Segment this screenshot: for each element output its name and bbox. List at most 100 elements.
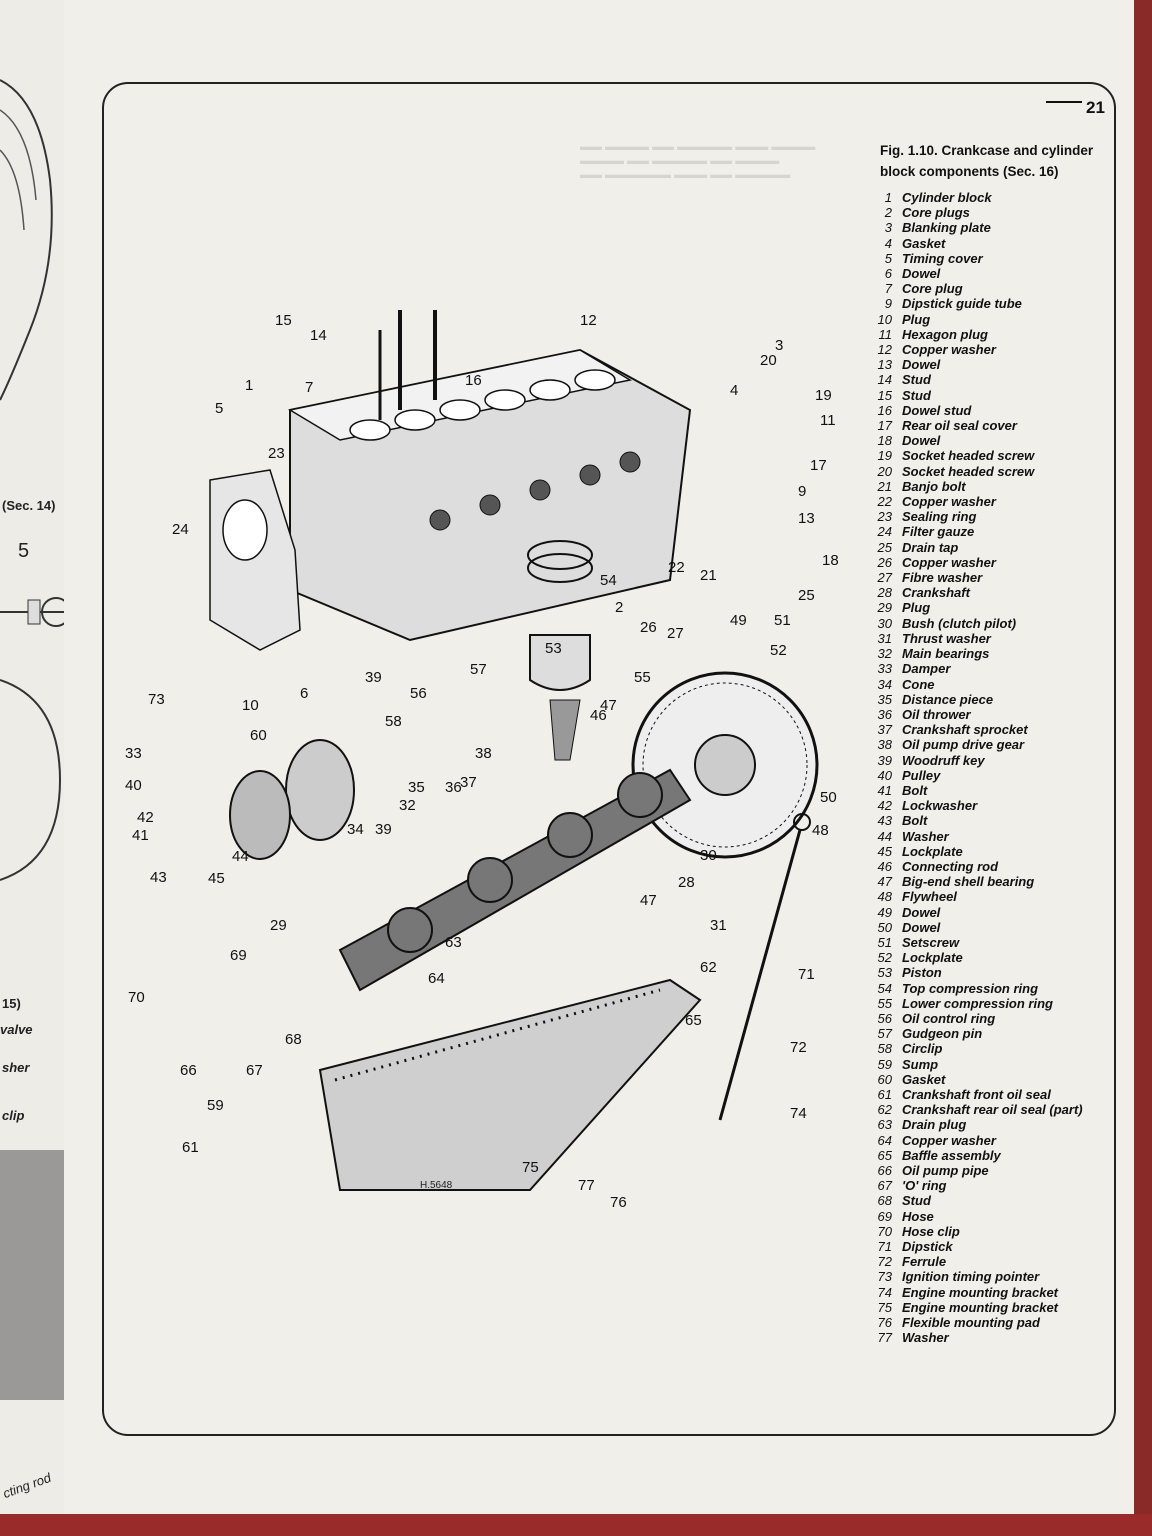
callout-label: 1 bbox=[245, 377, 253, 394]
legend-number: 19 bbox=[877, 448, 892, 464]
legend-part-name: Dowel bbox=[902, 433, 941, 449]
callout-label: 56 bbox=[410, 685, 427, 702]
callout-label: 60 bbox=[250, 727, 267, 744]
legend-number: 69 bbox=[877, 1208, 892, 1224]
callout-label: 75 bbox=[522, 1159, 539, 1176]
damper-pulley-drawing bbox=[229, 739, 355, 860]
callout-label: 41 bbox=[132, 827, 149, 844]
legend-number: 50 bbox=[877, 919, 892, 935]
callout-label: 42 bbox=[137, 809, 154, 826]
callout-label: 55 bbox=[634, 669, 651, 686]
callout-label: 43 bbox=[150, 869, 167, 886]
callout-label: 44 bbox=[232, 848, 249, 865]
legend-number: 17 bbox=[877, 418, 892, 434]
legend-number: 53 bbox=[877, 965, 892, 981]
legend-number: 22 bbox=[877, 494, 892, 510]
legend-number: 68 bbox=[877, 1193, 892, 1209]
legend-part-name: Oil pump pipe bbox=[902, 1163, 989, 1178]
legend-number: 2 bbox=[884, 205, 892, 221]
callout-label: 27 bbox=[667, 625, 684, 642]
legend-number: 49 bbox=[877, 904, 892, 920]
prev-page-label: 15) bbox=[2, 996, 21, 1011]
callout-label: 76 bbox=[610, 1194, 627, 1211]
legend-part-name: Pulley bbox=[902, 767, 941, 783]
legend-number: 30 bbox=[877, 615, 892, 631]
legend-part-name: Crankshaft front oil seal bbox=[902, 1086, 1051, 1102]
legend-number: 67 bbox=[877, 1178, 892, 1194]
legend-item: 20 Socket headed screw bbox=[858, 464, 1108, 479]
legend-number: 47 bbox=[877, 874, 892, 890]
legend-part-name: Washer bbox=[902, 828, 949, 844]
legend-item: 55 Lower compression ring bbox=[858, 996, 1108, 1011]
legend-part-name: Bolt bbox=[902, 813, 928, 829]
legend-part-name: Blanking plate bbox=[902, 220, 991, 236]
legend-part-name: Gudgeon pin bbox=[902, 1026, 983, 1042]
legend-part-name: Hose clip bbox=[902, 1223, 960, 1239]
legend-part-name: Baffle assembly bbox=[902, 1147, 1001, 1163]
legend-part-name: Lower compression ring bbox=[902, 995, 1053, 1011]
legend-part-name: Connecting rod bbox=[902, 858, 999, 874]
legend-part-name: Socket headed screw bbox=[902, 463, 1035, 479]
legend-part-name: Filter gauze bbox=[902, 524, 975, 540]
flywheel-drawing bbox=[631, 671, 819, 859]
legend-number: 16 bbox=[877, 402, 892, 418]
callout-label: 73 bbox=[148, 691, 165, 708]
legend-number: 20 bbox=[877, 463, 892, 479]
callout-label: 72 bbox=[790, 1039, 807, 1056]
callout-label: 62 bbox=[700, 959, 717, 976]
legend-number: 36 bbox=[877, 706, 892, 722]
callout-label: 14 bbox=[310, 327, 327, 344]
callout-label: 47 bbox=[640, 892, 657, 909]
legend-number: 33 bbox=[877, 661, 892, 677]
legend-number: 76 bbox=[877, 1315, 892, 1331]
legend-part-name: Hose bbox=[902, 1208, 934, 1224]
legend-part-name: Plug bbox=[902, 600, 931, 616]
legend-part-name: Stud bbox=[902, 387, 931, 403]
legend-part-name: Dowel bbox=[902, 904, 941, 920]
callout-label: 34 bbox=[347, 821, 364, 838]
legend-part-name: Stud bbox=[902, 372, 931, 388]
callout-label: 26 bbox=[640, 619, 657, 636]
header-rule bbox=[1046, 101, 1082, 103]
legend-part-name: Hexagon plug bbox=[902, 326, 988, 342]
legend-part-name: Oil control ring bbox=[902, 1010, 996, 1026]
callout-label: 53 bbox=[545, 640, 562, 657]
legend-number: 21 bbox=[877, 478, 892, 494]
legend-number: 34 bbox=[877, 676, 892, 692]
callout-label: 58 bbox=[385, 713, 402, 730]
legend-item: 67'O' ring bbox=[858, 1178, 1108, 1193]
legend-part-name: Copper washer bbox=[902, 494, 996, 510]
legend-part-name: Dowel bbox=[902, 266, 941, 282]
legend-number: 64 bbox=[877, 1132, 892, 1148]
callout-label: 15 bbox=[275, 312, 292, 329]
crankshaft-drawing bbox=[338, 768, 692, 992]
legend-number: 25 bbox=[877, 539, 892, 555]
legend-number: 72 bbox=[877, 1254, 892, 1270]
legend-number: 77 bbox=[877, 1330, 892, 1346]
legend-part-name: Crankshaft bbox=[902, 585, 970, 601]
book-edge-bottom bbox=[0, 1514, 1152, 1536]
legend-number: 55 bbox=[877, 995, 892, 1011]
legend-part-name: Stud bbox=[902, 1193, 931, 1209]
